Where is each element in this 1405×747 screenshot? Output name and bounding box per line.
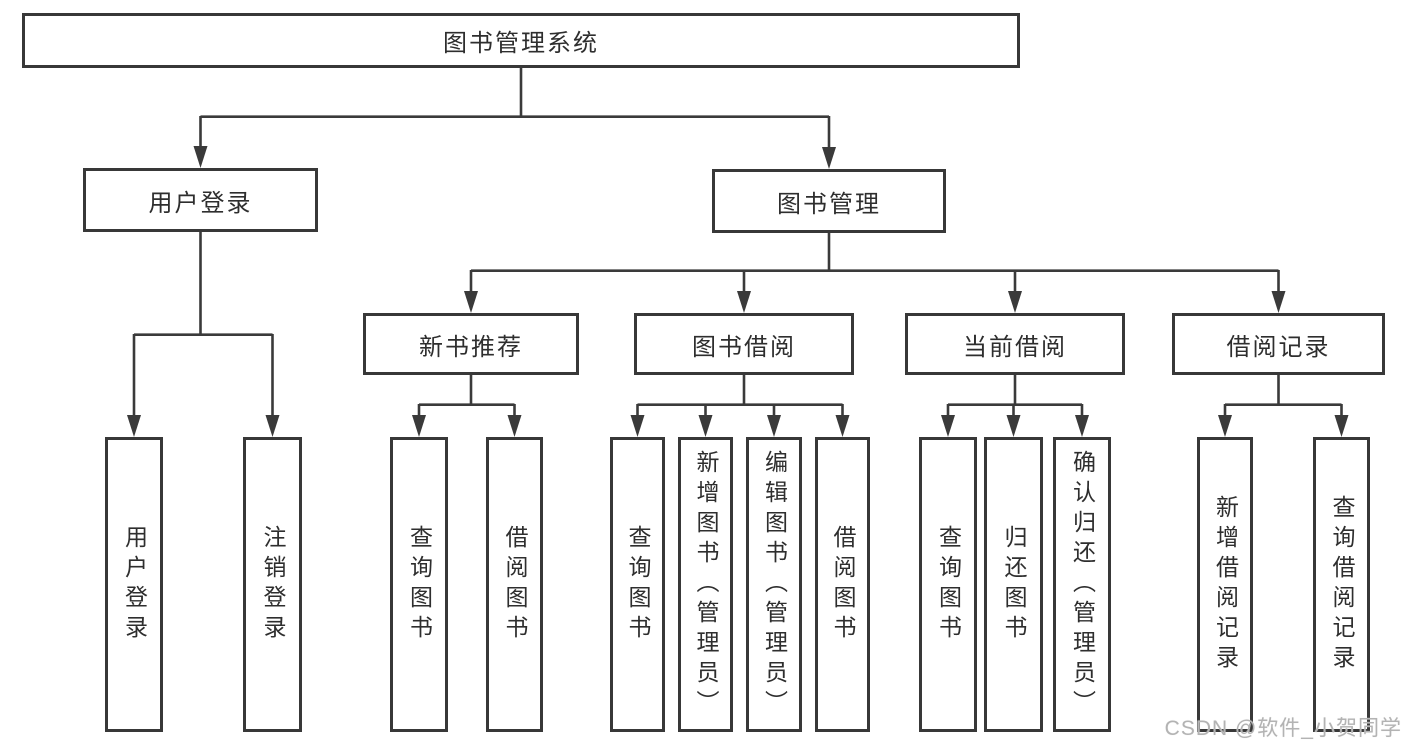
- leaf-newbook-query-label: 查询图书: [406, 524, 433, 645]
- leaf-borrow-book-label: 借阅图书: [830, 524, 856, 645]
- leaf-borrow-add-label: 新增图书（管理员）: [693, 449, 719, 720]
- leaf-current-query: 查询图书: [919, 437, 977, 732]
- node-new-books: 新书推荐: [363, 313, 579, 375]
- node-borrow-records-label: 借阅记录: [1226, 333, 1331, 361]
- leaf-user-login-label: 用户登录: [121, 524, 148, 645]
- leaf-borrow-book: 借阅图书: [815, 437, 870, 732]
- node-book-borrow: 图书借阅: [634, 313, 854, 375]
- node-root-label: 图书管理系统: [443, 30, 599, 57]
- leaf-borrow-edit-label: 编辑图书（管理员）: [761, 449, 788, 720]
- node-book-mgmt: 图书管理: [712, 169, 946, 233]
- leaf-record-query-label: 查询借阅记录: [1329, 494, 1355, 675]
- node-book-mgmt-label: 图书管理: [777, 190, 881, 218]
- leaf-newbook-borrow-label: 借阅图书: [502, 524, 528, 645]
- node-current-borrow: 当前借阅: [905, 313, 1125, 375]
- node-current-borrow-label: 当前借阅: [963, 333, 1067, 361]
- leaf-user-login: 用户登录: [105, 437, 163, 732]
- leaf-logout: 注销登录: [243, 437, 302, 732]
- node-book-borrow-label: 图书借阅: [692, 333, 796, 361]
- leaf-newbook-borrow: 借阅图书: [486, 437, 543, 732]
- leaf-current-return: 归还图书: [984, 437, 1043, 732]
- leaf-newbook-query: 查询图书: [390, 437, 448, 732]
- leaf-record-add: 新增借阅记录: [1197, 437, 1253, 732]
- csdn-watermark: CSDN @软件_小贺同学: [1164, 717, 1402, 740]
- leaf-borrow-query: 查询图书: [610, 437, 665, 732]
- node-user-login-label: 用户登录: [148, 189, 253, 217]
- leaf-record-query: 查询借阅记录: [1313, 437, 1370, 732]
- leaf-borrow-add: 新增图书（管理员）: [678, 437, 733, 732]
- leaf-borrow-query-label: 查询图书: [625, 524, 651, 645]
- leaf-current-query-label: 查询图书: [935, 524, 962, 645]
- node-borrow-records: 借阅记录: [1172, 313, 1385, 375]
- leaf-borrow-edit: 编辑图书（管理员）: [746, 437, 802, 732]
- leaf-current-confirm-label: 确认归还（管理员）: [1069, 449, 1096, 720]
- node-new-books-label: 新书推荐: [419, 333, 523, 361]
- leaf-current-return-label: 归还图书: [1001, 524, 1027, 645]
- leaf-current-confirm: 确认归还（管理员）: [1053, 437, 1111, 732]
- leaf-logout-label: 注销登录: [260, 524, 286, 645]
- node-user-login: 用户登录: [83, 168, 318, 232]
- node-root: 图书管理系统: [22, 13, 1020, 68]
- leaf-record-add-label: 新增借阅记录: [1212, 494, 1239, 675]
